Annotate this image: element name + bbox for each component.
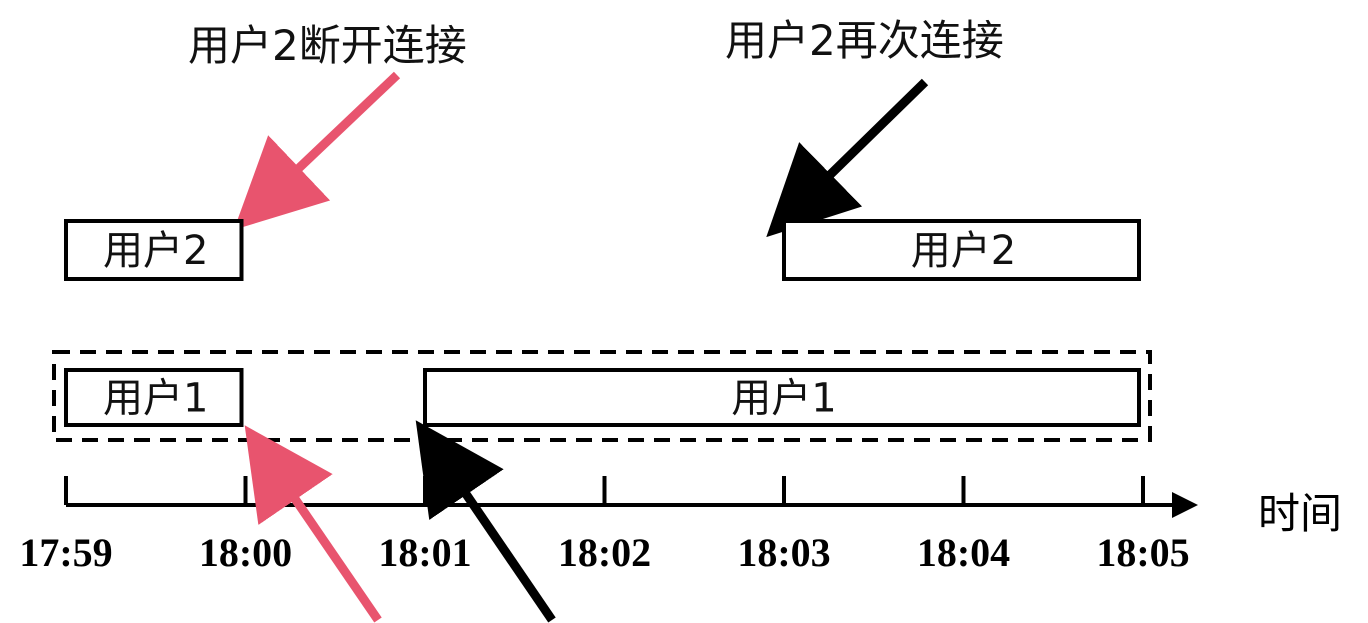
time-axis-arrowhead — [1172, 492, 1198, 518]
axis-tick-label: 18:01 — [378, 530, 471, 575]
axis-tick-label: 18:03 — [737, 530, 830, 575]
axis-tick-label: 18:04 — [917, 530, 1010, 575]
user1-session-a-box — [64, 368, 244, 427]
axis-tick-label: 18:02 — [558, 530, 651, 575]
annotation-reconnect: 用户2再次连接 — [725, 16, 1004, 65]
axis-tick-label: 18:00 — [199, 530, 292, 575]
user1-session-b-label: 用户1 — [731, 376, 836, 422]
user2-session-a-box — [64, 219, 244, 281]
ticks-layer: 17:59 18:00 18:01 18:02 18:03 18:04 18:05 — [19, 476, 1190, 575]
user1-session-b-box — [423, 368, 1141, 427]
user2-session-b-label: 用户2 — [911, 228, 1016, 274]
bars-layer: 用户2 用户2 用户1 用户1 — [64, 219, 1141, 427]
axis-tick-label: 18:05 — [1096, 530, 1189, 575]
user1-session-a-label: 用户1 — [103, 376, 208, 422]
black-arrow-bottom — [415, 420, 556, 623]
user2-session-b-box — [782, 219, 1141, 281]
pink-arrow-bottom — [244, 425, 382, 623]
annotation-disconnect: 用户2断开连接 — [188, 21, 467, 70]
black-arrow-top — [766, 78, 929, 238]
axis-label-time: 时间 — [1258, 489, 1342, 538]
axis-tick-label: 17:59 — [19, 530, 112, 575]
user1-group-outline — [52, 350, 1152, 442]
pink-arrow-top — [233, 71, 401, 230]
user2-session-a-label: 用户2 — [103, 228, 208, 274]
